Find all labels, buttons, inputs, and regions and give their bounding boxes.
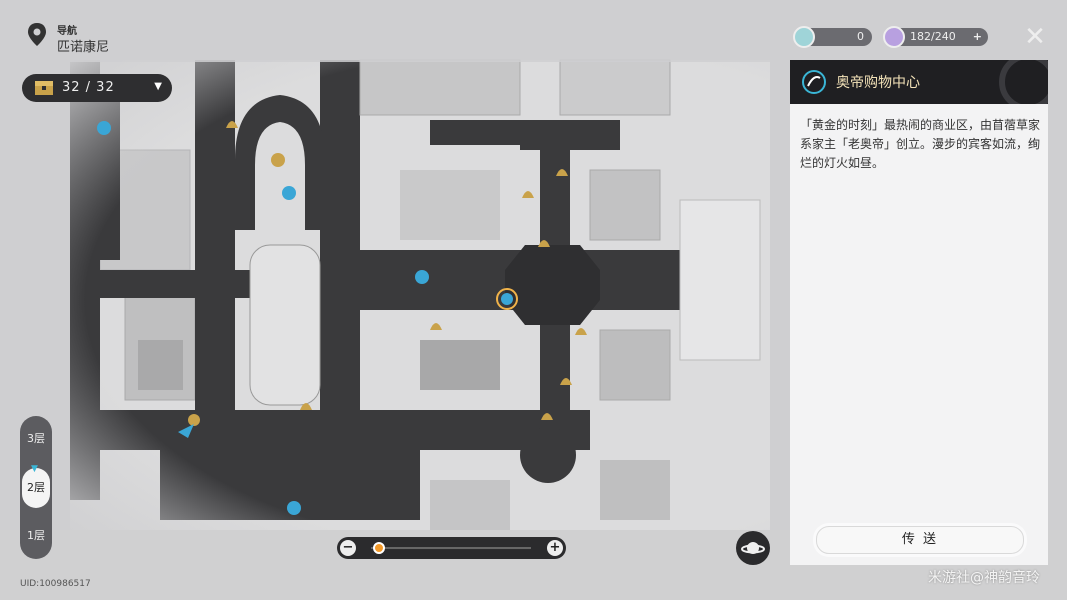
zoom-slider-knob[interactable] [373,542,385,554]
floor-2-button[interactable]: 2层 [22,468,50,508]
floor-1-button[interactable]: 1层 [27,529,45,542]
player-uid: UID:100986517 [20,579,91,589]
trailblaze-power-icon [883,26,905,48]
zoom-out-button[interactable]: − [340,540,356,556]
emblem-decoration-icon [999,60,1048,104]
location-title: 奥帝购物中心 [836,75,920,91]
location-panel: 奥帝购物中心 「黄金的时刻」最热闹的商业区，由苜蓿草家系家主「老奥帝」创立。漫步… [790,60,1048,565]
zoom-control: − + [337,537,566,559]
stellar-jade-icon [793,26,815,48]
trailblaze-power-value: 182/240 [910,30,956,43]
map-pin-icon [28,23,46,46]
location-description: 「黄金的时刻」最热闹的商业区，由苜蓿草家系家主「老奥帝」创立。漫步的宾客如流，绚… [800,118,1041,170]
close-button[interactable]: ✕ [1024,22,1046,52]
location-panel-header: 奥帝购物中心 [790,60,1048,104]
chest-counter-dropdown[interactable]: 32 / 32 ▼ [22,74,172,102]
stellar-jade-value: 0 [857,30,864,43]
treasure-chest-icon [35,81,53,95]
chest-count: 32 / 32 [62,80,115,95]
region-name: 匹诺康尼 [57,40,110,55]
bell-icons [226,121,587,420]
floor-selector: 3层 2层 ▼ 1层 [20,416,52,559]
floor-3-button[interactable]: 3层 [27,432,45,445]
teleport-button[interactable]: 传 送 [816,526,1024,554]
add-power-button[interactable]: + [972,30,982,43]
navigation-title: 导航 [57,26,77,37]
map-layers-button[interactable] [736,531,770,565]
zoom-slider-track[interactable] [371,547,531,549]
current-floor-marker-icon: ▼ [31,464,38,474]
currency-stellar-jade[interactable]: 0 [793,26,872,48]
zoom-in-button[interactable]: + [547,540,563,556]
planet-icon [741,542,765,554]
currency-trailblaze-power[interactable]: 182/240 + [883,26,988,48]
watermark-text: 米游社@神韵音玲 [928,570,1040,586]
chevron-down-icon: ▼ [154,81,162,92]
space-anchor-icon [802,70,826,94]
